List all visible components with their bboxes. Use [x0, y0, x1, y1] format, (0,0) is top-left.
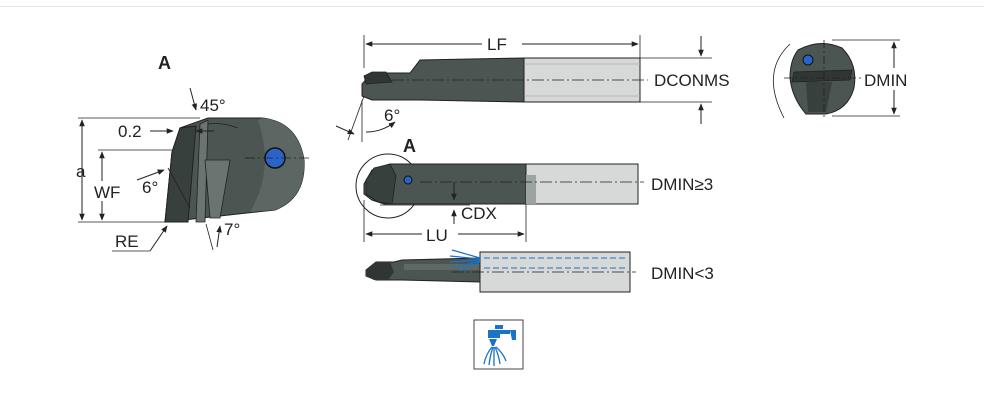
dim-wf-label: WF: [94, 183, 120, 202]
end-view-coolant-hole-icon: [802, 54, 814, 66]
top-divider: [0, 6, 984, 7]
variant-large-condition: DMIN≥3: [651, 175, 713, 194]
dim-dmin-label: DMIN: [864, 71, 907, 90]
offset-label: 0.2: [118, 122, 142, 141]
dim-dconms-label: DCONMS: [654, 71, 730, 90]
variant-small-condition: DMIN<3: [651, 264, 714, 283]
variant-large-label: A: [403, 136, 416, 156]
detail-view: A a WF 0.2 45° 6° RE: [76, 53, 312, 252]
dim-lf-label: LF: [487, 35, 507, 54]
variant-large-light-shank: [525, 163, 639, 205]
angle-7-label: 7°: [224, 220, 240, 239]
dim-lu-label: LU: [426, 226, 448, 245]
radius-label: RE: [115, 232, 139, 251]
angle-6-detail-label: 6°: [142, 178, 158, 197]
dim-cdx-label: CDX: [461, 204, 497, 223]
variant-large-coolant-hole-icon: [403, 175, 413, 185]
angle-45-label: 45°: [200, 96, 226, 115]
coolant-spray-icon: [449, 249, 481, 272]
coolant-tap-icon: [473, 319, 524, 370]
side-view: LF DCONMS 6°: [335, 33, 730, 142]
angle-6-side-label: 6°: [384, 106, 400, 125]
end-view: DMIN: [773, 39, 924, 119]
dim-a-label: a: [76, 162, 86, 181]
detail-view-label: A: [158, 53, 171, 73]
variant-small: DMIN<3: [365, 249, 714, 293]
variant-large: A DMIN≥3 CDX LU: [355, 136, 713, 245]
